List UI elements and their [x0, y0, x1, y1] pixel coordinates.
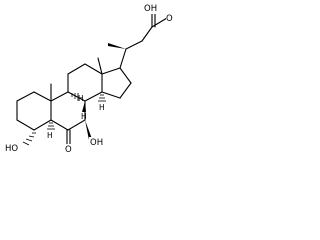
- bond: [84, 91, 103, 102]
- bond: [141, 26, 153, 42]
- bond: [119, 82, 132, 99]
- h5-hash: [47, 122, 55, 130]
- h9-hash: [71, 93, 79, 101]
- bond: [119, 67, 132, 84]
- bond: [16, 91, 35, 102]
- bond: [101, 91, 121, 99]
- label-mask: [166, 13, 174, 24]
- bond: [151, 17, 168, 28]
- h5-label: H: [47, 131, 53, 140]
- ring-a: [16, 91, 52, 131]
- side-chain: [108, 11, 168, 69]
- hash-line: [22, 141, 30, 146]
- hash-line: [28, 135, 35, 138]
- hash-line: [25, 138, 33, 142]
- bond: [33, 91, 52, 102]
- chemical-structure: OH O HO OH O H H H H: [4, 3, 174, 155]
- bond: [50, 119, 69, 131]
- bond: [67, 119, 86, 131]
- ring-c: [67, 63, 103, 102]
- ring-d: [101, 67, 132, 99]
- bond: [33, 119, 52, 131]
- bond: [67, 63, 86, 75]
- label-mask: [64, 144, 74, 155]
- bond: [84, 63, 103, 75]
- c7-hydroxyl-wedge: [85, 120, 92, 140]
- label-mask: [89, 137, 107, 148]
- label-mask: [4, 143, 22, 154]
- c3-hydroxyl-label: HO: [5, 144, 18, 154]
- bond: [67, 91, 86, 102]
- c6-ketone-oxygen-label: O: [65, 145, 72, 155]
- bond: [50, 91, 69, 102]
- label-mask: [143, 3, 161, 14]
- h8-label: H: [81, 112, 87, 121]
- h8-wedge: [82, 101, 86, 112]
- h14-hash: [98, 94, 106, 102]
- bond: [125, 40, 143, 50]
- h9-label: H: [78, 94, 84, 103]
- c7-hydroxyl-label: OH: [90, 138, 103, 148]
- h14-label: H: [99, 103, 105, 112]
- bond: [16, 119, 35, 131]
- c6-ketone: [66, 129, 71, 145]
- bond: [101, 67, 121, 75]
- c21-methyl-wedge: [108, 43, 126, 49]
- c18-methyl-bond: [97, 57, 103, 75]
- carboxyl-oxygen-label: O: [166, 14, 173, 24]
- bond: [119, 48, 127, 69]
- c3-hydroxyl-hash: [22, 132, 36, 146]
- carboxyl-hydroxyl-label: OH: [144, 4, 157, 14]
- methyl-groups: [50, 57, 103, 102]
